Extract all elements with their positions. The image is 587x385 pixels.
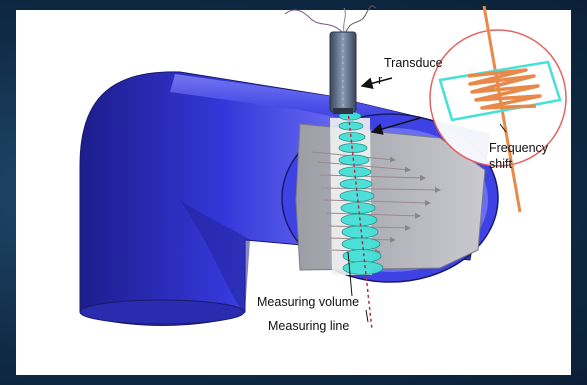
transducer-label-cont: r (378, 73, 382, 87)
measuring-line-pointer (366, 310, 368, 322)
transducer-label: Transduce (384, 56, 443, 70)
frequency-shift-label: Frequency (489, 141, 549, 155)
frequency-shift-label-cont: shift (489, 157, 512, 171)
transducer-pointer (362, 78, 392, 86)
transducer-probe (330, 32, 356, 114)
transducer-cables (285, 6, 376, 32)
measuring-volume-label: Measuring volume (257, 295, 359, 309)
measuring-line-label: Measuring line (268, 319, 349, 333)
